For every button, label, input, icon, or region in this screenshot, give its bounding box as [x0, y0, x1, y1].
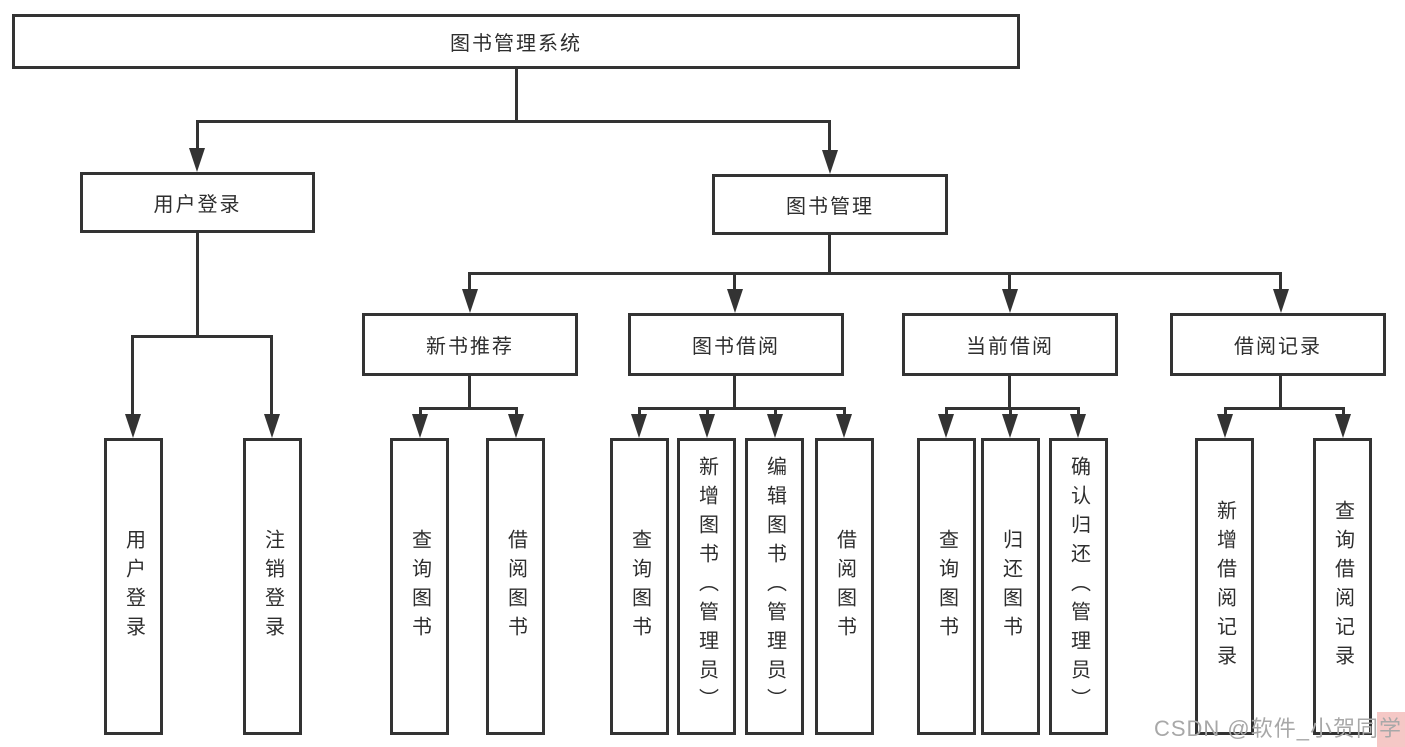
arrow-down-icon [822, 150, 838, 174]
watermark: CSDN @软件_小贺同学 [1153, 716, 1402, 741]
connector-line [638, 408, 641, 418]
leaf-borrow-books: 借阅图书 [815, 438, 874, 735]
node-current-borrow: 当前借阅 [902, 313, 1118, 376]
connector-line [1224, 408, 1227, 418]
connector-line [1279, 376, 1282, 410]
connector-line [1009, 408, 1012, 418]
leaf-return-books: 归还图书 [981, 438, 1040, 735]
arrow-down-icon [412, 414, 428, 438]
node-book-borrow: 图书借阅 [628, 313, 844, 376]
connector-line [733, 376, 736, 410]
connector-line [774, 408, 777, 418]
arrow-down-icon [938, 414, 954, 438]
arrow-down-icon [264, 414, 280, 438]
leaf-add-borrow-record: 新增借阅记录 [1195, 438, 1254, 735]
connector-line [1224, 407, 1345, 410]
connector-line [1342, 408, 1345, 418]
node-book-management: 图书管理 [712, 174, 948, 235]
connector-line [828, 120, 831, 154]
connector-line [1008, 376, 1011, 410]
arrow-down-icon [727, 289, 743, 313]
connector-line [468, 376, 471, 410]
leaf-label: 查询图书 [935, 528, 958, 645]
leaf-label: 新增借阅记录 [1213, 499, 1236, 674]
watermark-highlight [1377, 712, 1405, 747]
connector-line [419, 407, 518, 410]
connector-line [515, 68, 518, 122]
node-label: 图书管理 [786, 196, 874, 218]
leaf-label: 查询图书 [628, 528, 651, 645]
node-borrow-records: 借阅记录 [1170, 313, 1386, 376]
leaf-label: 新增图书（管理员） [695, 456, 718, 717]
connector-line [131, 336, 134, 416]
arrow-down-icon [1070, 414, 1086, 438]
connector-line [1008, 273, 1011, 291]
node-new-book-recommend: 新书推荐 [362, 313, 578, 376]
connector-line [945, 408, 948, 418]
connector-line [515, 408, 518, 418]
leaf-query-books-borrow: 查询图书 [610, 438, 669, 735]
connector-line [1279, 273, 1282, 291]
leaf-add-books-admin: 新增图书（管理员） [677, 438, 736, 735]
connector-line [196, 120, 199, 152]
connector-line [419, 408, 422, 418]
leaf-query-books-current: 查询图书 [917, 438, 976, 735]
connector-line [843, 408, 846, 418]
node-label: 新书推荐 [426, 336, 514, 358]
arrow-down-icon [1002, 414, 1018, 438]
leaf-edit-books-admin: 编辑图书（管理员） [745, 438, 804, 735]
connector-line [468, 272, 1282, 275]
connector-line [706, 408, 709, 418]
connector-line [1077, 408, 1080, 418]
arrow-down-icon [508, 414, 524, 438]
arrow-down-icon [767, 414, 783, 438]
leaf-logout-login: 注销登录 [243, 438, 302, 735]
leaf-label: 确认归还（管理员） [1067, 456, 1090, 717]
leaf-label: 归还图书 [999, 528, 1022, 645]
connector-line [468, 273, 471, 291]
connector-line [638, 407, 846, 410]
node-label: 用户登录 [153, 194, 242, 216]
node-label: 图书借阅 [692, 336, 780, 358]
connector-line [828, 235, 831, 275]
arrow-down-icon [189, 148, 205, 172]
node-label: 借阅记录 [1234, 336, 1322, 358]
arrow-down-icon [125, 414, 141, 438]
leaf-label: 注销登录 [261, 528, 284, 645]
leaf-label: 查询图书 [408, 528, 431, 645]
leaf-label: 用户登录 [122, 528, 145, 645]
arrow-down-icon [836, 414, 852, 438]
connector-line [196, 233, 199, 338]
leaf-confirm-return-admin: 确认归还（管理员） [1049, 438, 1108, 735]
connector-line [270, 336, 273, 416]
node-root-label: 图书管理系统 [450, 33, 582, 55]
arrow-down-icon [1217, 414, 1233, 438]
connector-line [733, 273, 736, 291]
leaf-query-books-recommend: 查询图书 [390, 438, 449, 735]
connector-line [945, 407, 1080, 410]
arrow-down-icon [699, 414, 715, 438]
connector-line [131, 335, 273, 338]
node-user-login: 用户登录 [80, 172, 315, 233]
node-label: 当前借阅 [966, 336, 1054, 358]
connector-line [196, 120, 831, 123]
leaf-label: 编辑图书（管理员） [763, 456, 786, 717]
arrow-down-icon [1273, 289, 1289, 313]
node-root: 图书管理系统 [12, 14, 1020, 69]
arrow-down-icon [1002, 289, 1018, 313]
arrow-down-icon [1335, 414, 1351, 438]
arrow-down-icon [462, 289, 478, 313]
leaf-label: 借阅图书 [504, 528, 527, 645]
arrow-down-icon [631, 414, 647, 438]
leaf-label: 借阅图书 [833, 528, 856, 645]
leaf-borrow-books-recommend: 借阅图书 [486, 438, 545, 735]
leaf-label: 查询借阅记录 [1331, 499, 1354, 674]
leaf-user-login: 用户登录 [104, 438, 163, 735]
leaf-query-borrow-record: 查询借阅记录 [1313, 438, 1372, 735]
